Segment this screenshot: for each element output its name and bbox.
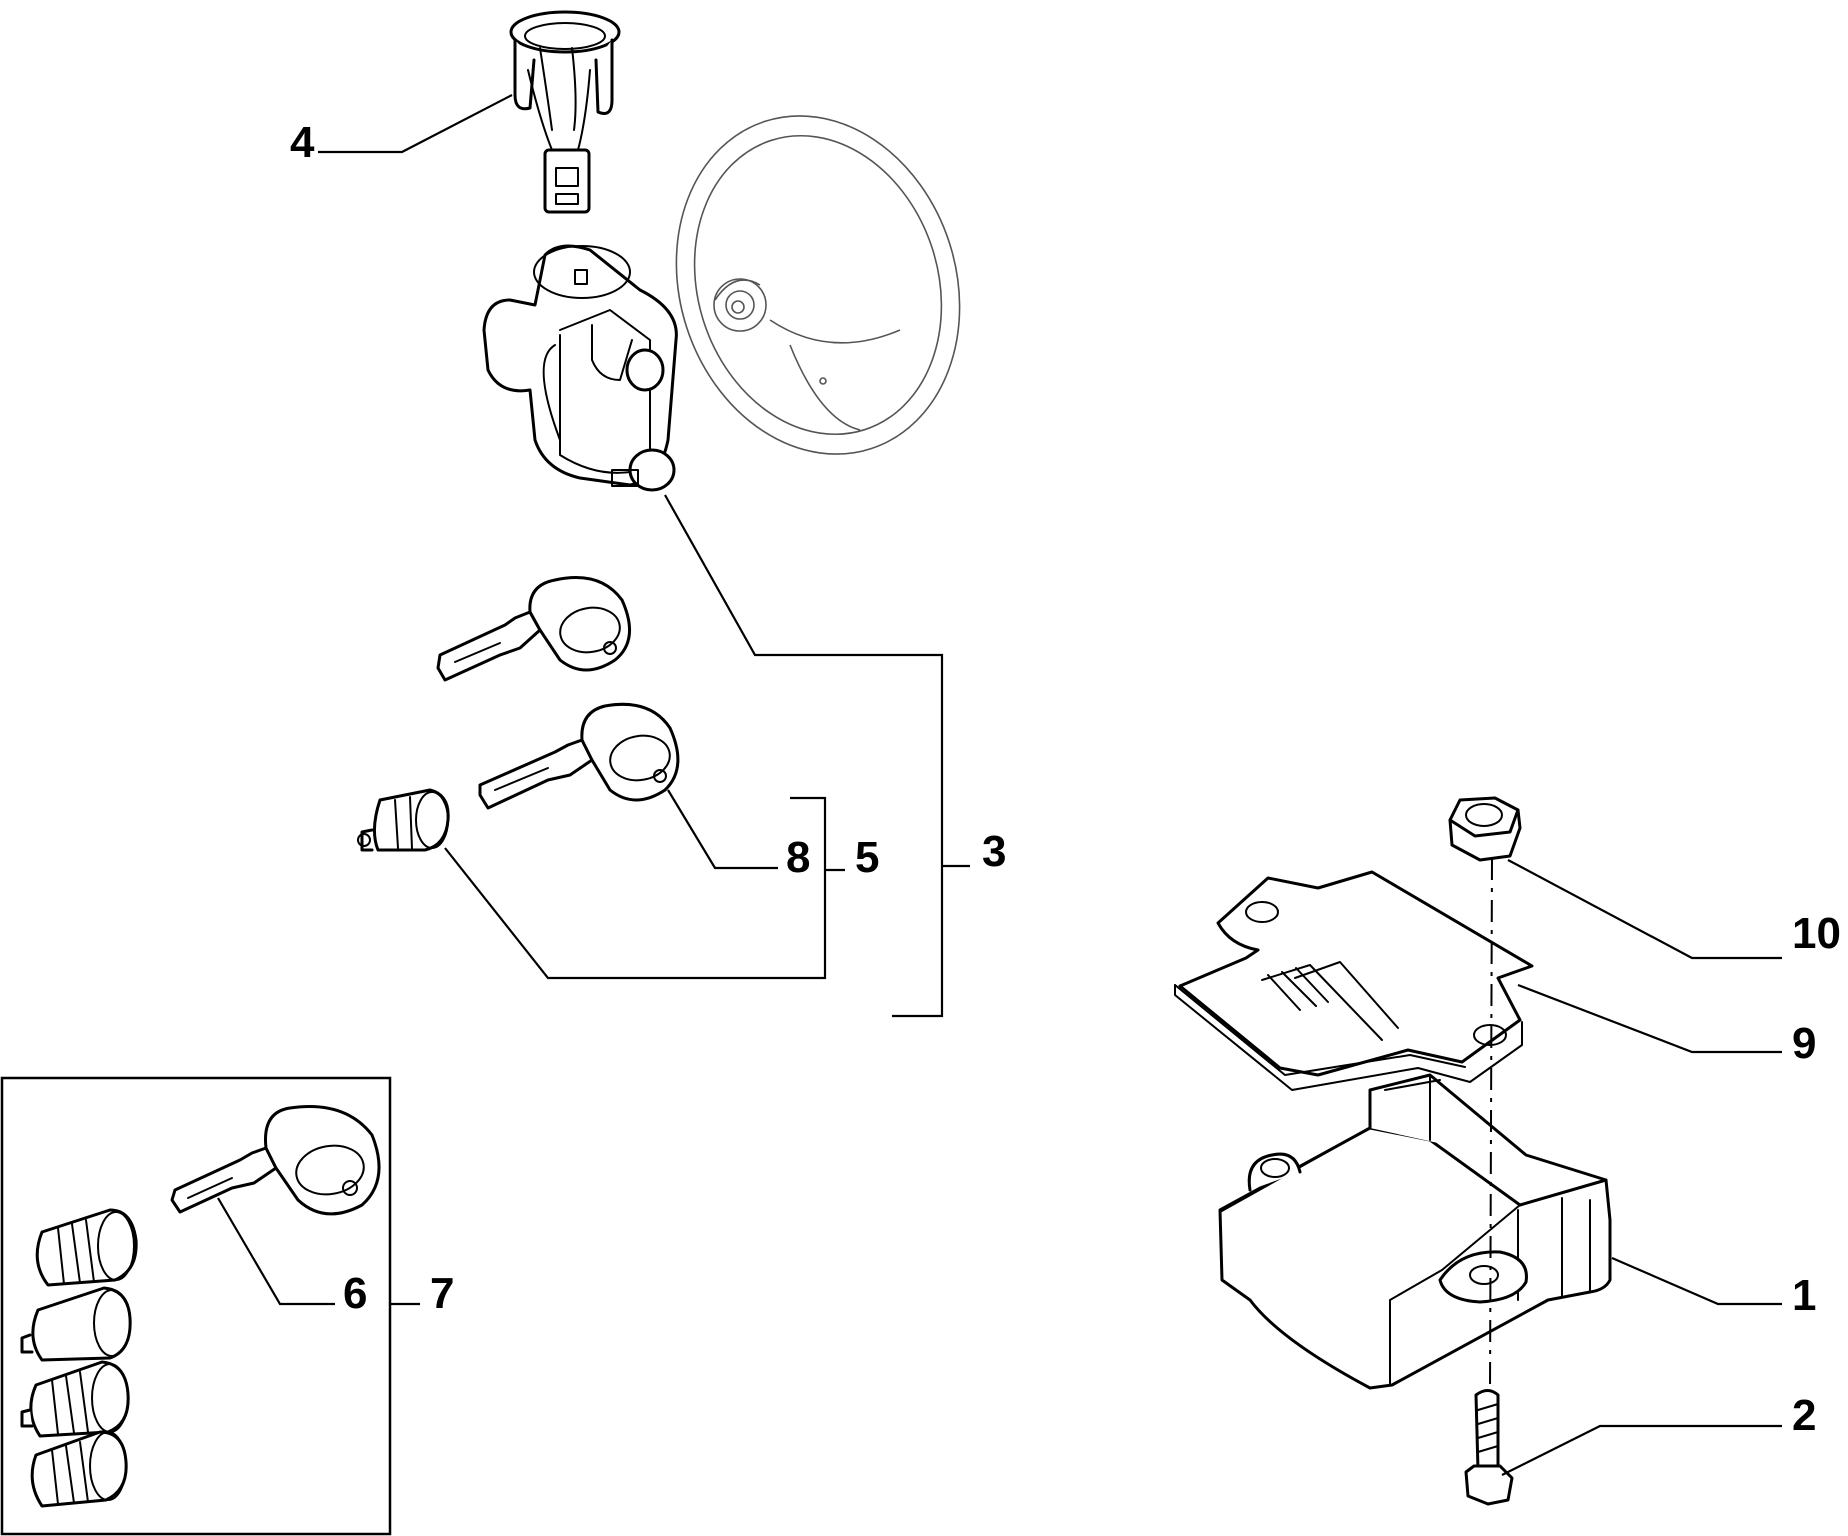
callout-8: 8 xyxy=(786,833,810,882)
lock-cylinder-icon xyxy=(35,1208,138,1287)
callout-6: 6 xyxy=(343,1269,367,1318)
leader-lines xyxy=(217,94,1782,1476)
assembly-axis xyxy=(1489,857,1493,1391)
bolt-icon xyxy=(1464,1389,1514,1506)
lock-cylinder-icon xyxy=(20,1360,130,1438)
callout-3: 3 xyxy=(982,827,1006,876)
nut-icon xyxy=(1448,796,1522,862)
key-icon xyxy=(478,702,680,810)
callout-2: 2 xyxy=(1792,1391,1816,1440)
steering-wheel-icon xyxy=(675,115,961,455)
lock-cylinder-icon xyxy=(30,1430,128,1508)
antenna-ring-icon xyxy=(509,10,621,214)
lock-set-frame xyxy=(0,1076,392,1536)
lock-cylinder-icon xyxy=(20,1286,132,1362)
lock-cylinder-icon xyxy=(357,788,450,852)
callout-9: 9 xyxy=(1792,1019,1816,1068)
bracket-icon xyxy=(1174,870,1534,1091)
callout-10: 10 xyxy=(1792,909,1841,958)
control-unit-icon xyxy=(1218,1073,1612,1390)
callout-7: 7 xyxy=(430,1269,454,1318)
callout-1: 1 xyxy=(1792,1271,1816,1320)
key-icon xyxy=(436,576,632,682)
callout-4: 4 xyxy=(290,118,315,167)
key-icon xyxy=(170,1105,381,1216)
callout-5: 5 xyxy=(855,833,879,882)
ignition-switch-icon xyxy=(482,244,678,492)
